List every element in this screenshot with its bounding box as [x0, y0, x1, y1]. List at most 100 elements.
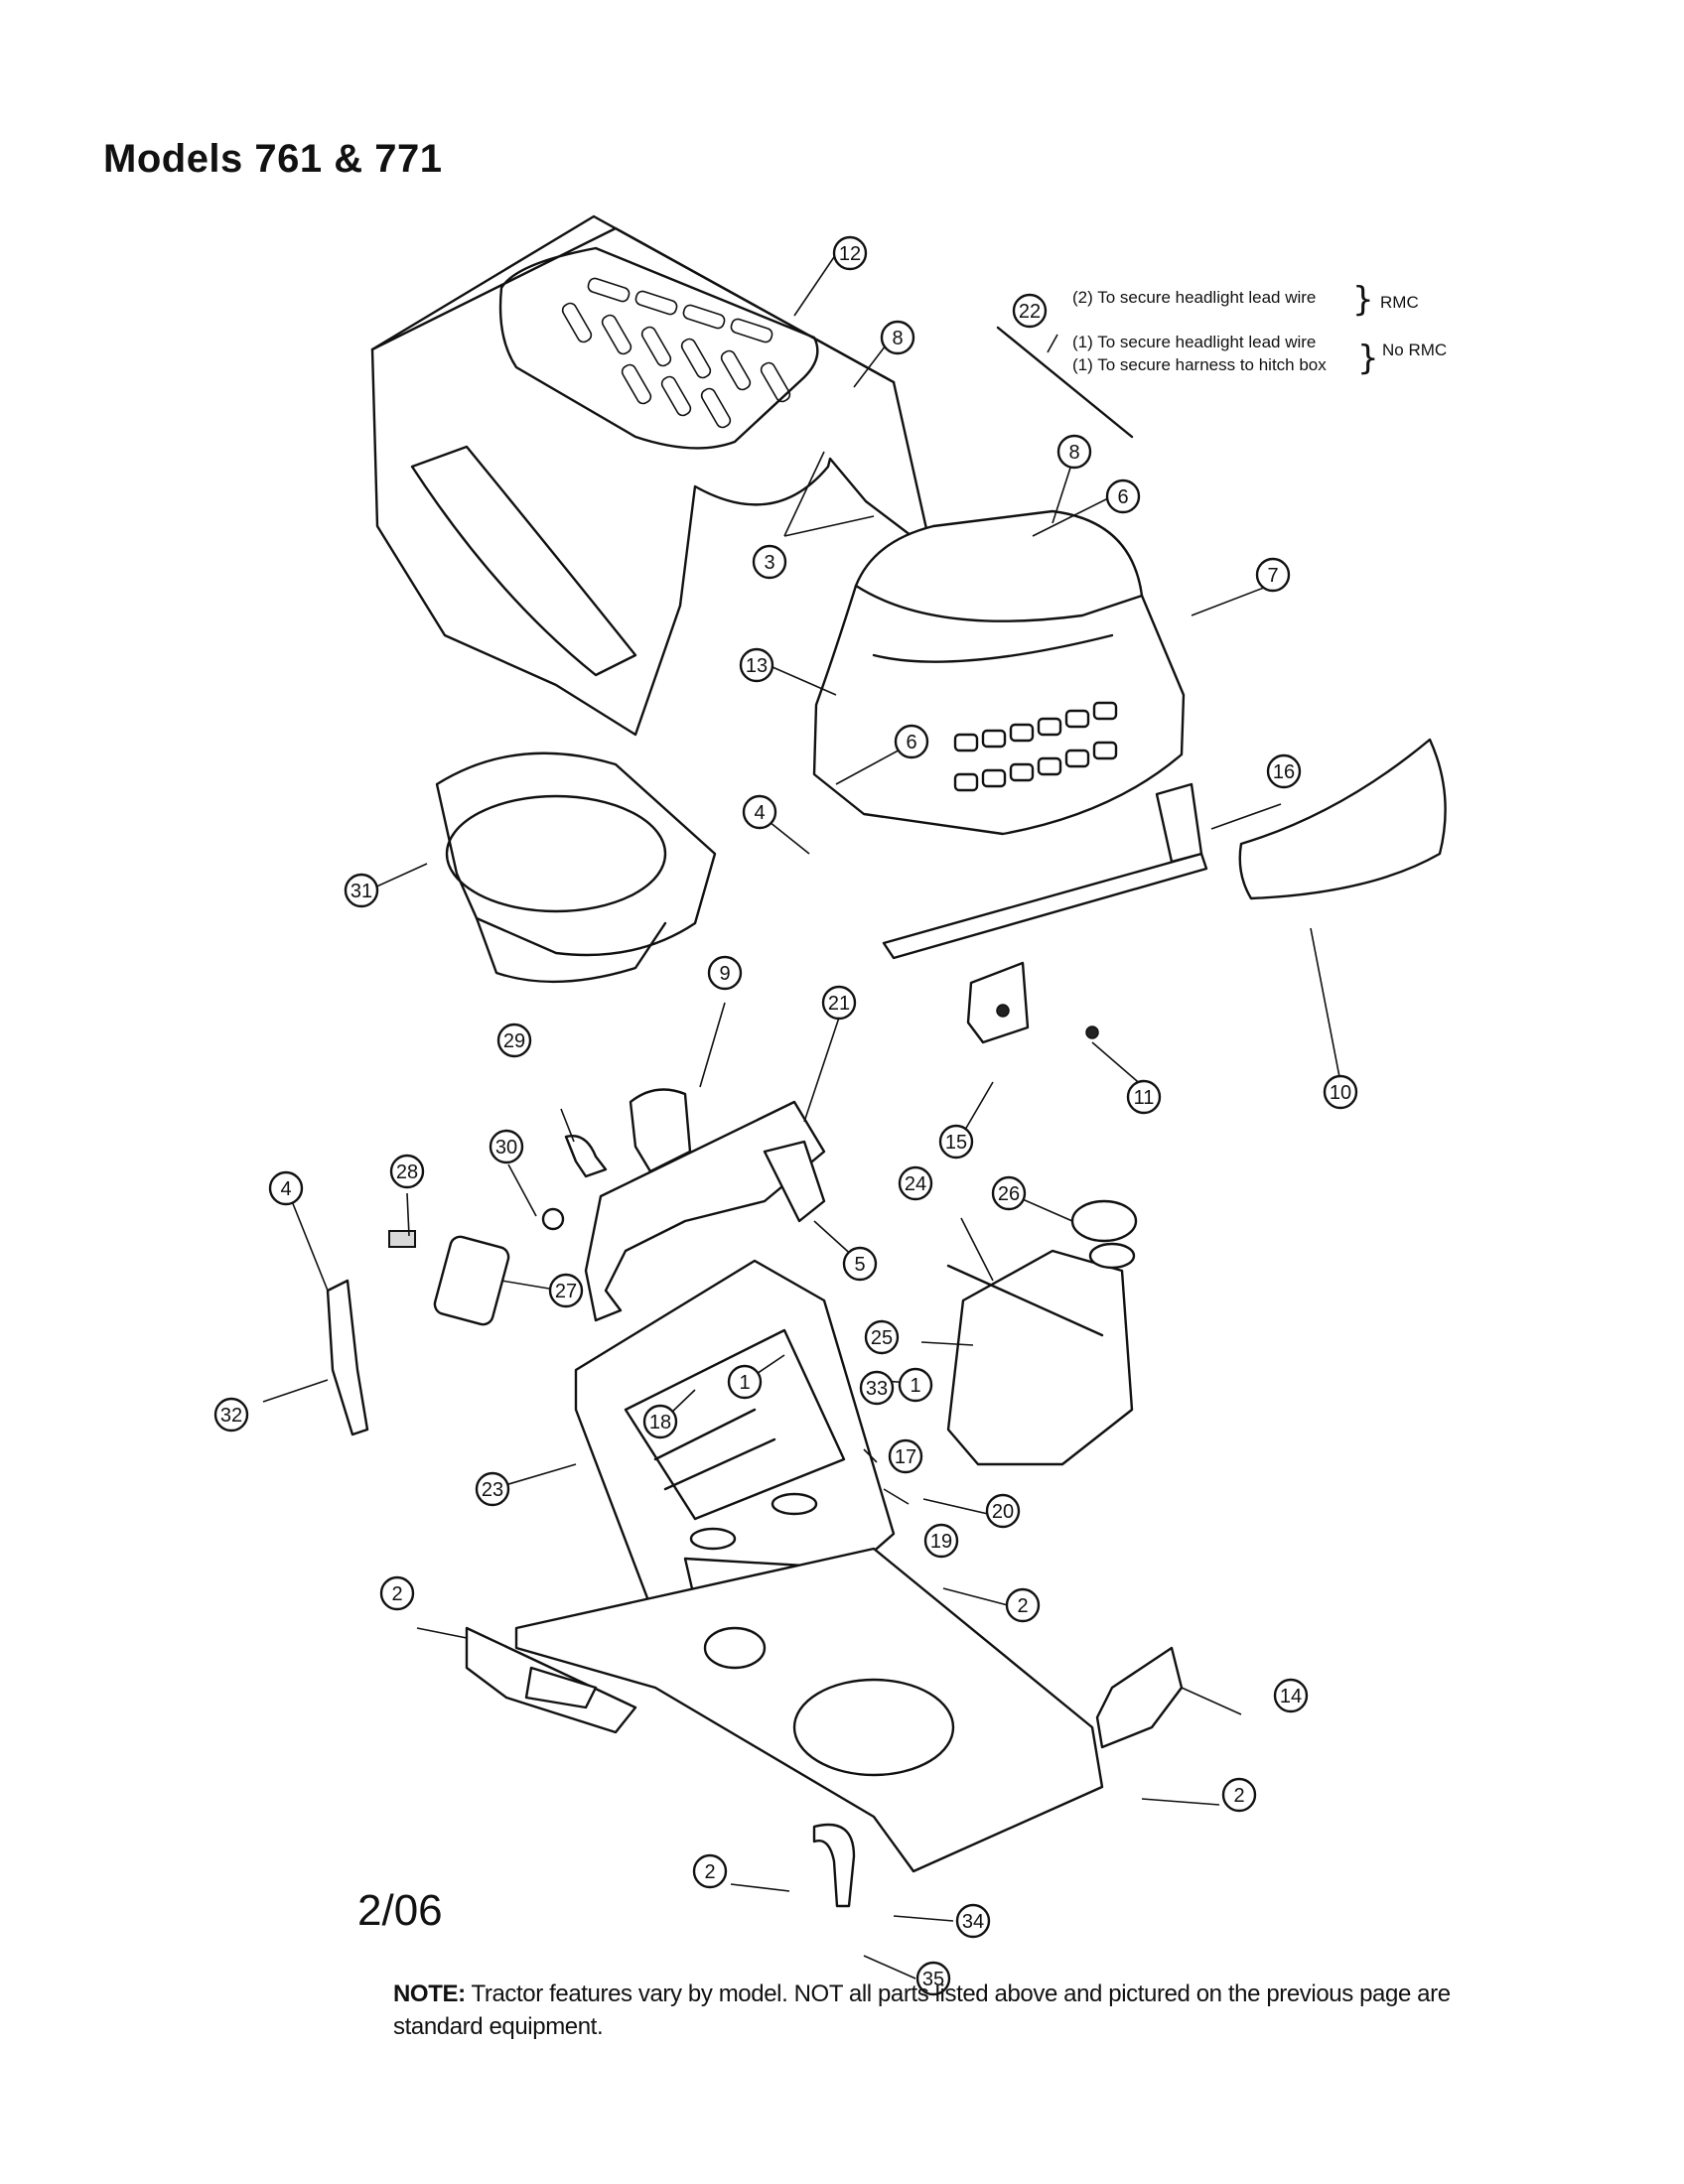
svg-text:25: 25 [871, 1327, 893, 1349]
svg-text:1: 1 [739, 1372, 750, 1394]
svg-text:28: 28 [396, 1161, 418, 1183]
cable-tie [996, 326, 1134, 439]
callout-21: 21 [821, 985, 857, 1021]
cable-tie-legend: (2) To secure headlight lead wire } RMC … [1072, 280, 1447, 378]
svg-text:10: 10 [1330, 1082, 1351, 1104]
callout-17: 17 [888, 1438, 923, 1474]
brace-bracket [812, 1823, 856, 1908]
callout-14: 14 [1273, 1678, 1309, 1713]
hood-bracket [882, 782, 1208, 1044]
svg-text:11: 11 [1134, 1087, 1155, 1109]
svg-text:8: 8 [892, 328, 903, 349]
svg-text:4: 4 [280, 1178, 291, 1200]
callout-9: 9 [707, 955, 743, 991]
legend-group-rmc: RMC [1380, 293, 1419, 312]
svg-text:33: 33 [866, 1378, 888, 1400]
callout-bubbles: 12 8 22 8 6 7 3 13 6 4 16 31 10 11 15 9 … [213, 235, 1358, 1996]
callout-3: 3 [752, 544, 787, 580]
callout-24: 24 [898, 1165, 933, 1201]
dash-panel [584, 1100, 826, 1322]
callout-6: 6 [1105, 478, 1141, 514]
callout-32: 32 [213, 1397, 249, 1433]
callout-8: 8 [880, 320, 915, 355]
svg-text:29: 29 [503, 1030, 525, 1052]
frame [465, 1547, 1104, 1873]
callout-15: 15 [938, 1124, 974, 1160]
callout-1: 1 [898, 1367, 933, 1403]
svg-text:5: 5 [854, 1254, 865, 1276]
svg-text:2: 2 [391, 1583, 402, 1605]
dash-pod [435, 751, 717, 984]
callout-35: 35 [915, 1961, 951, 1996]
callout-16: 16 [1266, 753, 1302, 789]
footnote: NOTE: Tractor features vary by model. NO… [393, 1978, 1515, 2043]
svg-text:24: 24 [905, 1173, 926, 1195]
callout-18: 18 [642, 1404, 678, 1439]
callout-28: 28 [389, 1154, 425, 1189]
callout-7: 7 [1255, 557, 1291, 593]
hitch-bracket [1095, 1646, 1184, 1749]
callout-8: 8 [1056, 434, 1092, 470]
callout-19: 19 [923, 1523, 959, 1559]
callout-31: 31 [344, 873, 379, 908]
callout-11: 11 [1126, 1079, 1162, 1115]
callout-10: 10 [1323, 1074, 1358, 1110]
note-text: Tractor features vary by model. NOT all … [393, 1980, 1451, 2040]
svg-text:22: 22 [1019, 301, 1041, 323]
callout-27: 27 [548, 1273, 584, 1308]
callout-25: 25 [864, 1319, 900, 1355]
callout-34: 34 [955, 1903, 991, 1939]
bumper [1238, 738, 1447, 900]
callout-20: 20 [985, 1493, 1021, 1529]
svg-text:32: 32 [220, 1405, 242, 1427]
svg-text:30: 30 [495, 1137, 517, 1159]
svg-text:19: 19 [930, 1531, 952, 1553]
light-switch [564, 1135, 608, 1178]
svg-text:16: 16 [1273, 761, 1295, 783]
svg-text:2: 2 [1233, 1785, 1244, 1807]
legend-line-1: (2) To secure headlight lead wire [1072, 288, 1316, 307]
brace-rmc: } [1352, 280, 1374, 320]
svg-text:13: 13 [746, 655, 768, 677]
svg-text:35: 35 [922, 1969, 944, 1990]
fuel-tank [946, 1199, 1138, 1466]
callout-30: 30 [489, 1129, 524, 1164]
hood [370, 214, 933, 737]
svg-text:1: 1 [910, 1375, 920, 1397]
svg-text:2: 2 [704, 1861, 715, 1883]
svg-text:34: 34 [962, 1911, 984, 1933]
callout-5: 5 [842, 1246, 878, 1282]
dash-tower [574, 1259, 896, 1700]
svg-text:12: 12 [839, 243, 861, 265]
callout-12: 12 [832, 235, 868, 271]
callout-2: 2 [1005, 1587, 1041, 1623]
svg-text:3: 3 [764, 552, 774, 574]
callout-6: 6 [894, 724, 929, 759]
svg-text:31: 31 [351, 881, 372, 902]
hood-vent-slots [561, 277, 791, 429]
fuel-cap [1070, 1199, 1138, 1243]
ignition-switch [433, 1235, 510, 1326]
callout-22: 22 [1012, 293, 1048, 329]
svg-text:6: 6 [906, 732, 916, 753]
callout-23: 23 [475, 1471, 510, 1507]
callout-1: 1 [727, 1364, 763, 1400]
callout-13: 13 [739, 647, 774, 683]
svg-text:18: 18 [649, 1412, 671, 1433]
callout-4: 4 [742, 794, 777, 830]
svg-text:9: 9 [719, 963, 730, 985]
callout-2: 2 [1221, 1777, 1257, 1813]
grille-slots [953, 701, 1118, 792]
revision-date: 2/06 [357, 1886, 443, 1935]
grille [812, 509, 1186, 836]
callout-33: 33 [859, 1370, 895, 1406]
svg-text:23: 23 [482, 1479, 503, 1501]
svg-text:7: 7 [1267, 565, 1278, 587]
svg-text:17: 17 [895, 1446, 916, 1468]
svg-text:2: 2 [1017, 1595, 1028, 1617]
svg-text:27: 27 [555, 1281, 577, 1302]
svg-text:21: 21 [828, 993, 850, 1015]
legend-group-no-rmc: No RMC [1382, 341, 1447, 359]
callout-2: 2 [379, 1575, 415, 1611]
